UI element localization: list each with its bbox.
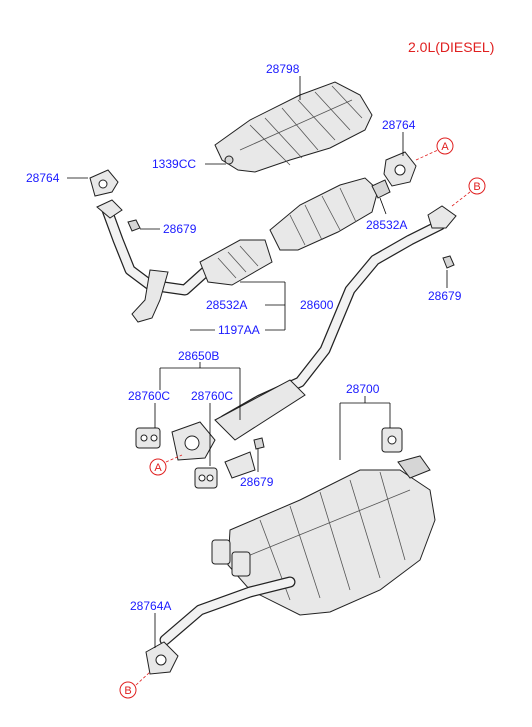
bracket-lower[interactable] (224, 451, 256, 479)
label-1339cc: 1339CC (152, 157, 196, 171)
front-flange-28764[interactable] (89, 169, 119, 197)
hanger-28700[interactable] (381, 427, 403, 453)
gasket-28764[interactable] (383, 151, 417, 187)
ref-a-bottom: A (149, 458, 167, 476)
ref-b-top: B (468, 177, 486, 195)
label-28532a-right: 28532A (366, 218, 407, 232)
muffler-tailpipe[interactable] (397, 455, 431, 479)
svg-text:A: A (154, 462, 162, 474)
catalytic-converter[interactable] (269, 177, 379, 251)
hanger-28760c-left[interactable] (135, 427, 161, 449)
reference-lines (135, 149, 471, 686)
flex-pipe[interactable] (199, 239, 273, 286)
label-28679-top: 28679 (163, 222, 197, 236)
label-28600: 28600 (300, 298, 334, 312)
label-28764-left: 28764 (26, 171, 60, 185)
label-28764-right: 28764 (382, 118, 416, 132)
nut-28679-top[interactable] (127, 219, 141, 232)
label-28679-right: 28679 (428, 289, 462, 303)
ref-a-top: A (436, 137, 454, 155)
muffler-hangers[interactable] (211, 539, 251, 577)
nut-28679-right[interactable] (442, 255, 455, 269)
ref-b-bottom: B (119, 681, 137, 699)
label-28700: 28700 (346, 382, 380, 396)
nut-28679-bottom[interactable] (253, 437, 265, 450)
pipe-flange-b[interactable] (427, 205, 457, 229)
center-muffler[interactable] (214, 379, 306, 441)
label-28679-bottom: 28679 (240, 475, 274, 489)
flange-gasket-a[interactable] (171, 421, 216, 461)
gasket-28764a[interactable] (145, 641, 179, 675)
label-28650b: 28650B (178, 349, 219, 363)
svg-text:B: B (124, 685, 131, 697)
label-28764a: 28764A (130, 599, 171, 613)
front-pipe[interactable] (101, 204, 211, 323)
label-28760c-mid: 28760C (191, 389, 233, 403)
svg-text:A: A (441, 141, 449, 153)
label-28760c-left: 28760C (128, 389, 170, 403)
label-28532a-mid: 28532A (206, 298, 247, 312)
shield-bolt[interactable] (224, 155, 234, 165)
hanger-28760c-mid[interactable] (194, 467, 218, 489)
variant-label: 2.0L(DIESEL) (408, 39, 494, 55)
pipe-flange[interactable] (96, 199, 123, 219)
converter-outlet-gasket[interactable] (371, 179, 391, 199)
label-28798: 28798 (266, 62, 300, 76)
svg-text:B: B (473, 181, 480, 193)
heat-shield[interactable] (214, 81, 373, 173)
leader-lines (67, 76, 448, 648)
label-1197aa: 1197AA (218, 323, 260, 337)
rear-inlet-pipe[interactable] (159, 576, 296, 646)
